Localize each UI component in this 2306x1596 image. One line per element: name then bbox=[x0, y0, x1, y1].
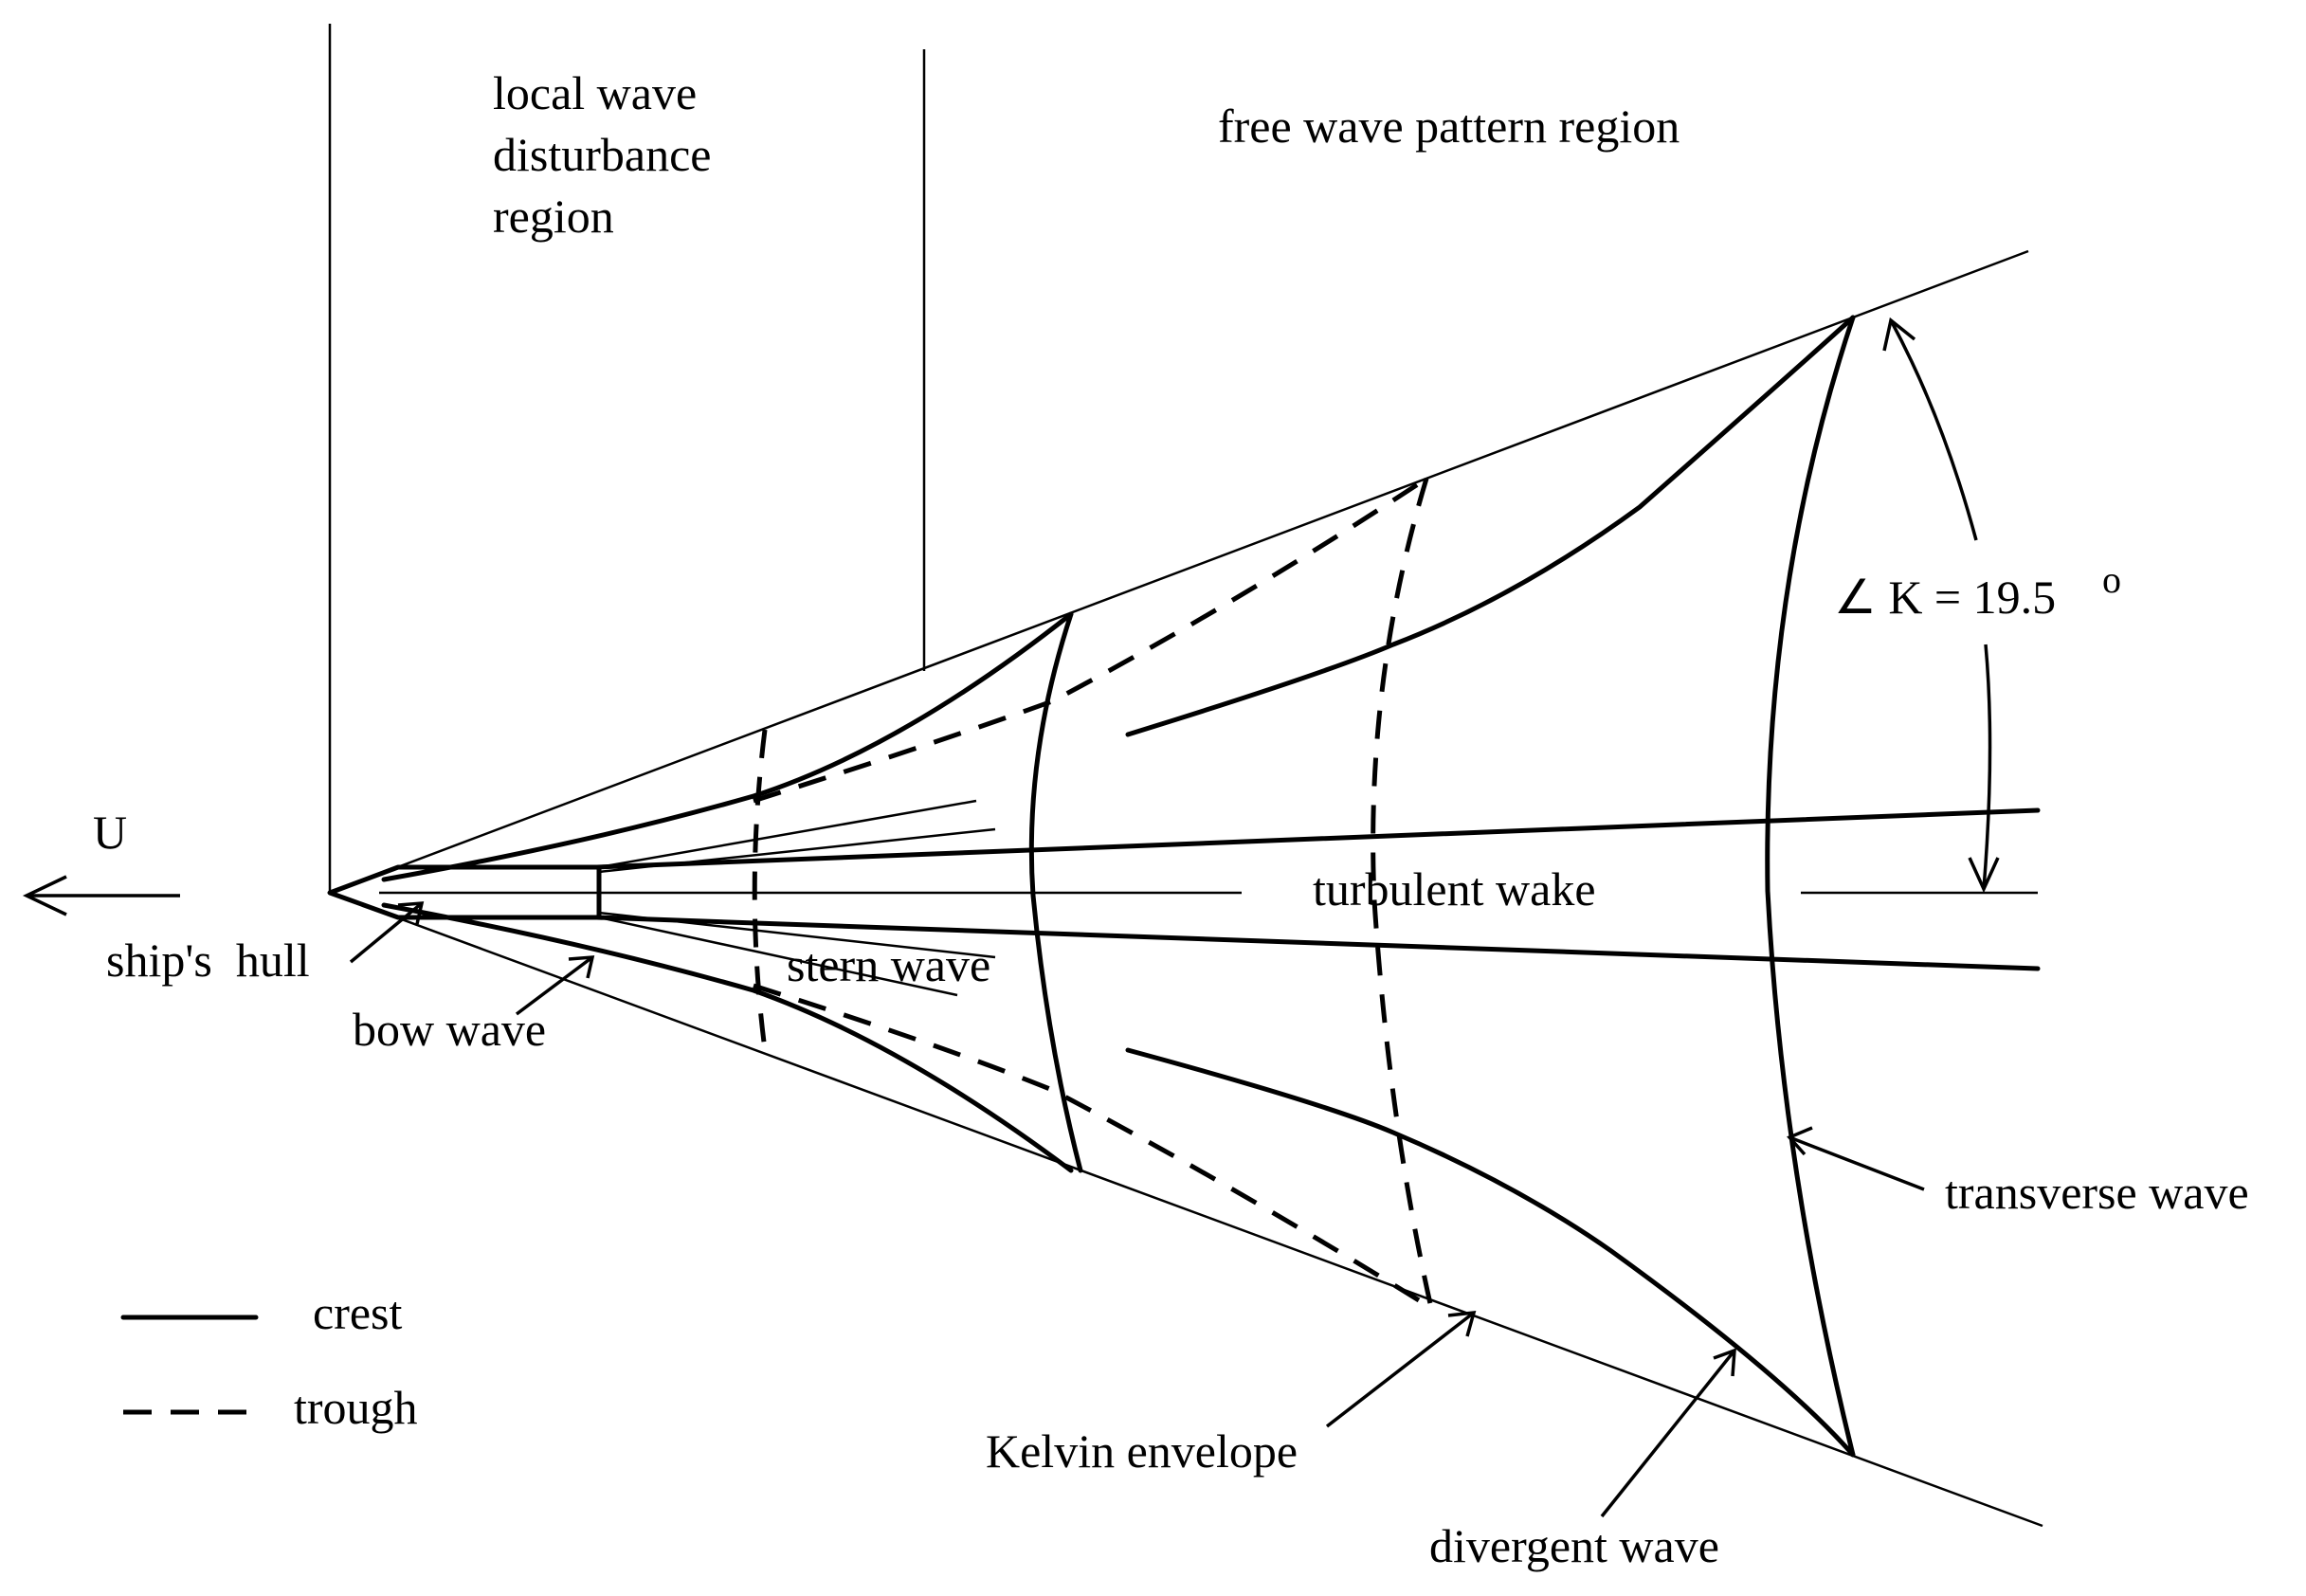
kelvin-envelope-label: Kelvin envelope bbox=[986, 1424, 1298, 1478]
ships-hull-label: ship's hull bbox=[106, 934, 310, 987]
velocity-arrow bbox=[22, 875, 180, 916]
kelvin-angle-label: ∠ K = 19.5 bbox=[1834, 571, 2056, 624]
turbulent-wake-lower bbox=[594, 915, 2041, 971]
transverse-trough-2 bbox=[1371, 478, 1434, 1309]
stern-wave-label: stern wave bbox=[787, 938, 990, 991]
divergent-trough-lower-1 bbox=[753, 983, 1433, 1311]
bow-wave-label: bow wave bbox=[353, 1003, 546, 1056]
stern-wave-fan bbox=[598, 799, 996, 997]
kelvin-angle-arrow-lower bbox=[1968, 644, 2000, 894]
legend-crest-label: crest bbox=[313, 1286, 402, 1339]
ships-hull-pointer bbox=[349, 901, 425, 964]
free-region-label: free wave pattern region bbox=[1218, 100, 1680, 153]
ships-hull-outline bbox=[327, 864, 602, 920]
bow-wave-crest-lower bbox=[381, 902, 1074, 1173]
bow-wave-pointer bbox=[515, 955, 595, 1016]
kelvin-envelope-lower bbox=[329, 891, 2043, 1528]
transverse-wave-label: transverse wave bbox=[1945, 1166, 2249, 1219]
transverse-crest-3 bbox=[1765, 315, 1856, 1458]
kelvin-angle-unit: o bbox=[2102, 558, 2121, 601]
kelvin-envelope-pointer bbox=[1325, 1310, 1477, 1428]
divergent-crest-upper-2 bbox=[1125, 315, 1856, 737]
divergent-crest-lower-2 bbox=[1125, 1047, 1856, 1458]
turbulent-wake-label: turbulent wake bbox=[1313, 862, 1596, 916]
divergent-wave-label: divergent wave bbox=[1429, 1519, 1719, 1572]
legend-trough-label: trough bbox=[294, 1381, 418, 1434]
bow-wave-crest-upper bbox=[381, 611, 1074, 882]
divergent-wave-pointer bbox=[1600, 1348, 1736, 1518]
turbulent-wake-upper bbox=[594, 807, 2041, 870]
kelvin-envelope-upper bbox=[329, 249, 2029, 895]
kelvin-angle-arrow-upper bbox=[1882, 317, 1978, 541]
transverse-wave-pointer bbox=[1787, 1126, 1925, 1191]
local-region-label: local wave disturbance region bbox=[493, 66, 723, 243]
velocity-label: U bbox=[93, 806, 127, 859]
transverse-trough-inner bbox=[752, 729, 769, 1058]
